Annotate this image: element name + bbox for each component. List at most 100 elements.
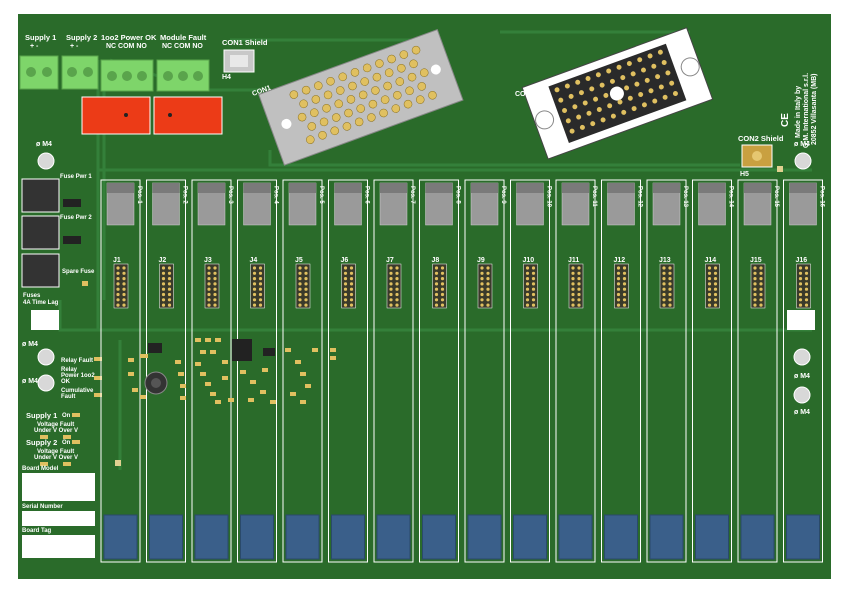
pad-marker (115, 460, 121, 466)
slot-blue-block (103, 514, 138, 560)
svg-text:CON2 Shield: CON2 Shield (738, 134, 784, 143)
svg-text:NC COM NO: NC COM NO (162, 43, 203, 50)
slot-9: Pos. 9 J9 (464, 179, 506, 563)
svg-text:ø M4: ø M4 (794, 409, 810, 416)
slot-12: Pos. 12 J12 (601, 179, 643, 563)
slot-header (432, 263, 447, 309)
slot-pos-label: Pos. 11 (591, 186, 597, 207)
terminal-supply-1: Supply 1 + - (19, 33, 59, 90)
fuse-pwr-2: Fuse Pwr 2 (21, 215, 92, 250)
supply-2-status: Supply 2 On Voltage Fault Under V Over V (26, 438, 80, 466)
con1-shield: CON1 Shield H4 (222, 38, 268, 81)
svg-text:Relay Fault: Relay Fault (61, 358, 93, 364)
svg-text:On: On (62, 440, 71, 446)
slot-j-label: J14 (705, 257, 717, 264)
board-tag-field: Board Tag (22, 528, 95, 558)
mount-hole-left-mid2: ø M4 (22, 374, 55, 392)
slot-blue-block (285, 514, 320, 560)
slot-j-label: J4 (250, 257, 258, 264)
slot-blue-block (422, 514, 456, 560)
terminal-module-fault: Module Fault NC COM NO (156, 33, 210, 92)
slot-8: Pos. 8 J8 (419, 179, 461, 563)
serial-number-field: Serial Number (22, 504, 95, 526)
slot-header (386, 263, 402, 309)
manufacturer-text: Made in Italy by G.M. International s.r.… (795, 73, 818, 148)
slot-header (614, 263, 629, 309)
svg-text:Module Fault: Module Fault (160, 33, 207, 42)
mount-hole-right-mid1: ø M4 (793, 348, 811, 380)
mount-hole-right-top: ø M4 (794, 141, 812, 170)
slot-pos-label: Pos. 2 (182, 186, 188, 204)
slot-header (159, 263, 174, 309)
slot-j-label: J13 (659, 257, 671, 264)
svg-text:Supply 2: Supply 2 (66, 33, 97, 42)
supply-1-status: Supply 1 On Voltage Fault Under V Over V (26, 411, 80, 439)
slot-header (568, 263, 584, 309)
slot-blue-block (558, 514, 593, 560)
slot-blue-block (786, 514, 820, 560)
slot-pos-label: Pos. 16 (819, 186, 825, 208)
svg-text:Board Model: Board Model (22, 466, 59, 472)
slot-j-label: J11 (568, 257, 579, 264)
slot-pos-label: Pos. 13 (682, 186, 688, 208)
slot-j-label: J15 (750, 257, 762, 264)
slot-pos-label: Pos. 12 (637, 186, 643, 208)
slot-3: Pos. 3J3 (191, 179, 233, 563)
slot-blue-block (695, 514, 729, 560)
svg-text:NC COM NO: NC COM NO (106, 43, 147, 50)
status-cumulative-fault: Cumulative Fault (61, 388, 102, 400)
board-model-field: Board Model (22, 466, 95, 501)
con2-shield: CON2 Shield H5 (738, 134, 784, 178)
slot-j-label: J12 (614, 257, 626, 264)
slot-j-label: J9 (477, 257, 485, 264)
slot-pos-label: Pos. 4 (273, 186, 279, 204)
slot-pos-label: Pos. 10 (546, 186, 552, 208)
slot-header (523, 263, 538, 309)
svg-text:Cumulative: Cumulative (61, 388, 94, 394)
svg-text:K: K (538, 95, 543, 102)
slot-blue-block (467, 514, 502, 560)
slot-header (341, 263, 356, 309)
svg-text:D: D (703, 93, 708, 100)
ce-mark: CE (780, 113, 791, 127)
svg-text:Under V Over V: Under V Over V (34, 428, 78, 434)
svg-text:Fault: Fault (61, 394, 75, 400)
slot-11: Pos. 11 J11 (555, 179, 597, 563)
slot-blue-block (194, 514, 229, 560)
slot-pos-label: Pos. 7 (409, 186, 415, 204)
svg-text:Voltage Fault: Voltage Fault (37, 449, 74, 455)
slot-blue-block (740, 514, 775, 560)
slot-j-label: J10 (523, 257, 535, 264)
slot-pos-label: Pos. 9 (500, 186, 506, 204)
slot-j-label: J8 (432, 257, 440, 264)
slot-j-label: J1 (113, 257, 121, 264)
status-relay-fault: Relay Fault (61, 357, 102, 364)
white-pad-right (787, 310, 815, 330)
svg-text:Relay: Relay (61, 367, 78, 373)
slot-6: Pos. 6J6 (328, 179, 370, 563)
svg-text:H4: H4 (222, 74, 231, 81)
slot-header (295, 263, 311, 309)
svg-text:Voltage Fault: Voltage Fault (37, 422, 74, 428)
svg-text:Z: Z (555, 145, 560, 152)
svg-text:G.M. International s.r.l.: G.M. International s.r.l. (803, 73, 810, 148)
slot-pos-label: Pos. 8 (455, 186, 461, 204)
slot-7: Pos. 7 J7 (373, 179, 415, 563)
slot-j-label: J6 (341, 257, 349, 264)
svg-text:On: On (62, 413, 71, 419)
svg-text:OK: OK (61, 379, 71, 385)
slot-header (796, 263, 811, 309)
relay-power-ok (81, 96, 151, 135)
svg-text:Supply 2: Supply 2 (26, 438, 57, 447)
mount-hole-left-mid1: ø M4 (22, 341, 55, 366)
slot-j-label: J7 (386, 257, 394, 264)
slot-header (750, 263, 766, 309)
svg-text:Board Tag: Board Tag (22, 528, 52, 534)
slot-1: Pos. 1J1 (100, 179, 142, 563)
slot-pos-label: Pos. 5 (318, 186, 324, 204)
slot-blue-block (376, 514, 411, 560)
svg-text:Under V Over V: Under V Over V (34, 455, 78, 461)
